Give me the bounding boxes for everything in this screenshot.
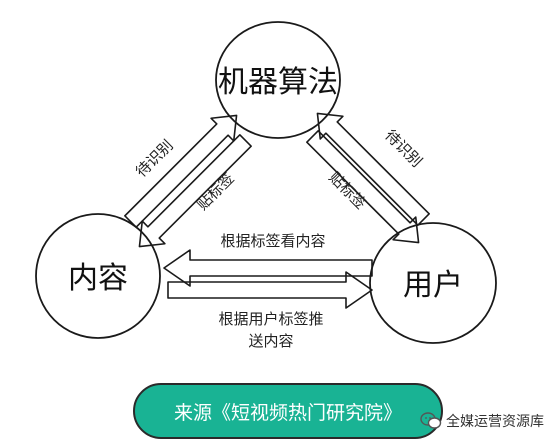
label-see-content: 根据标签看内容 xyxy=(220,232,325,250)
arrow-user-to-content xyxy=(163,249,373,287)
label-left-identify: 待识别 xyxy=(132,136,177,181)
label-push-line2: 送内容 xyxy=(248,332,293,350)
label-right-identify: 待识别 xyxy=(381,126,426,171)
arrow-algorithm-to-content xyxy=(138,134,252,248)
arrow-content-to-algorithm xyxy=(124,114,238,228)
watermark: 全媒运营资源库 xyxy=(420,410,544,432)
node-user-label: 用户 xyxy=(403,268,463,303)
watermark-text: 全媒运营资源库 xyxy=(446,414,544,430)
arrow-algorithm-to-user xyxy=(306,130,420,244)
label-push-line1: 根据用户标签推 xyxy=(218,310,323,328)
arrow-content-to-user xyxy=(167,271,373,309)
wechat-icon xyxy=(420,412,442,430)
node-content-label: 内容 xyxy=(68,261,128,296)
source-pill: 来源《短视频热门研究院》 xyxy=(133,383,443,439)
arrow-user-to-algorithm xyxy=(316,112,430,226)
node-algorithm-label: 机器算法 xyxy=(218,65,338,100)
node-algorithm: 机器算法 xyxy=(215,21,341,139)
source-text: 来源《短视频热门研究院》 xyxy=(173,401,402,424)
node-content: 内容 xyxy=(35,213,161,339)
node-user: 用户 xyxy=(369,222,497,344)
